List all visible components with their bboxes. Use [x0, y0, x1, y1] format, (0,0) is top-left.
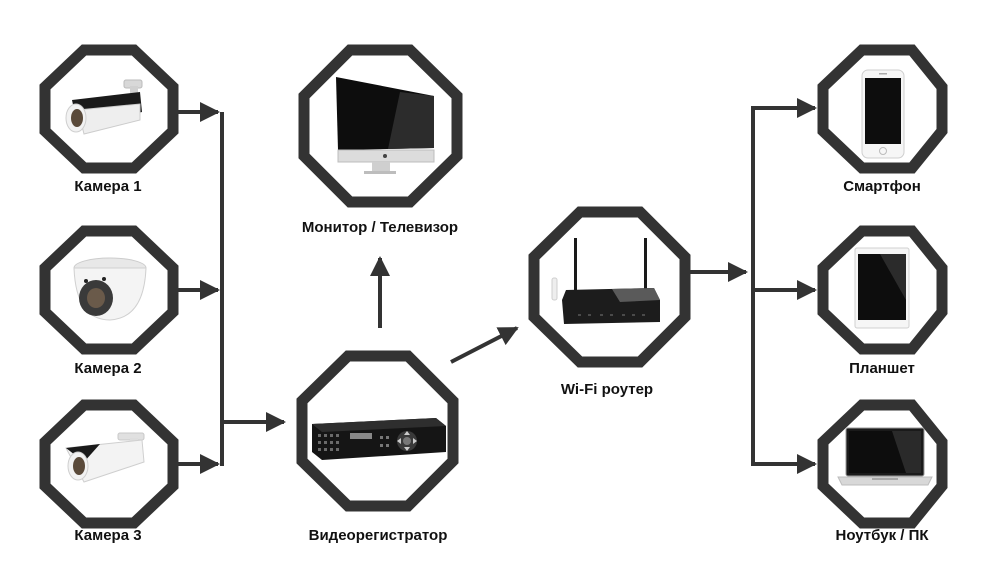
dvr-icon [312, 418, 446, 460]
wifi-router-icon [551, 238, 660, 324]
node-label-tablet: Планшет [849, 360, 915, 377]
smartphone-icon [861, 69, 905, 159]
node-label-camera1: Камера 1 [74, 178, 142, 195]
octagon-frame-router [528, 206, 691, 368]
node-label-router: Wi-Fi роутер [560, 381, 654, 398]
node-label-camera2: Камера 2 [74, 360, 142, 377]
connectors [176, 98, 817, 474]
monitor-icon [336, 77, 435, 174]
node-label-camera3: Камера 3 [74, 527, 142, 544]
node-label-smartphone: Смартфон [843, 178, 921, 195]
node-label-dvr: Видеорегистратор [308, 527, 448, 544]
laptop-icon [837, 427, 933, 486]
arrow-dvr-to-router [450, 326, 519, 364]
node-label-monitor: Монитор / Телевизор [301, 219, 459, 236]
dome-camera-icon [73, 257, 147, 321]
bullet-camera-white-icon [65, 432, 145, 483]
node-label-laptop: Ноутбук / ПК [835, 527, 929, 544]
tablet-icon [854, 247, 910, 329]
bullet-camera-black-icon [65, 79, 143, 135]
